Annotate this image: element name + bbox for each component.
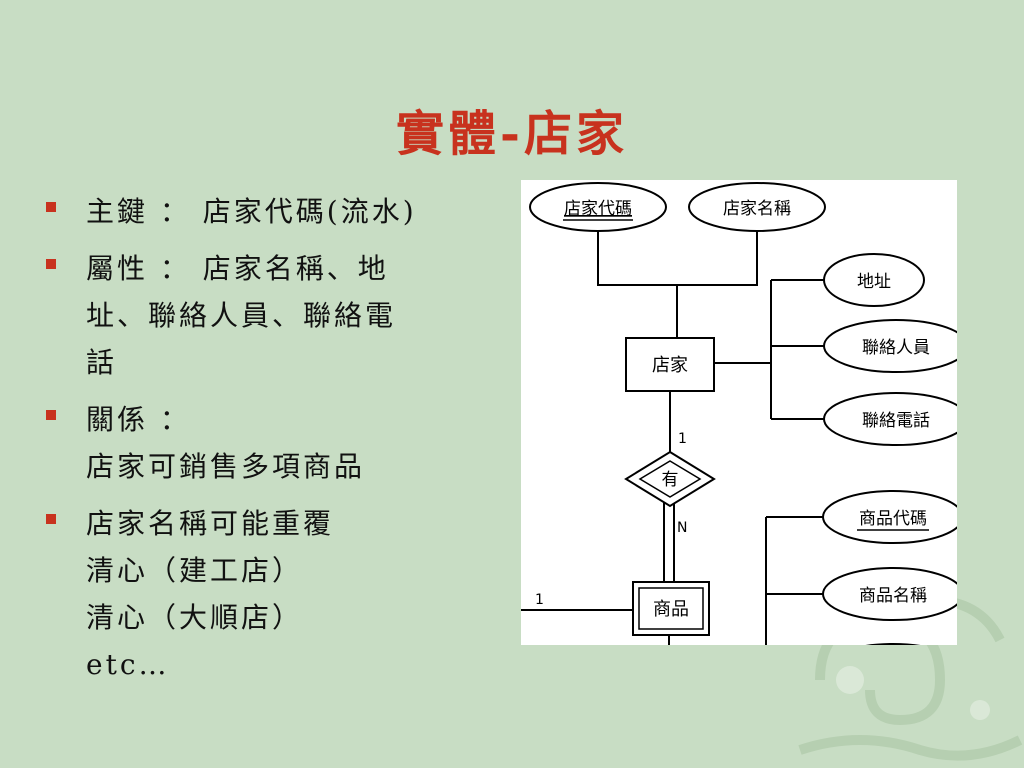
- bullet-line: etc…: [86, 648, 170, 681]
- er-diagram: 店家代碼 店家名稱 店家 地址 聯絡人員 聯絡電話 有 1 N 1 商品 商品代…: [521, 180, 957, 645]
- bullet-list: 主鍵 ： 店家代碼(流水) 屬性 ： 店家名稱、地 址、聯絡人員、聯絡電 話 關…: [44, 188, 514, 698]
- relationship-label: 有: [662, 470, 679, 490]
- attribute-ellipse-address: [823, 253, 925, 307]
- attribute-ellipse-contact: [823, 319, 957, 373]
- attribute-ellipse-store-name: [688, 182, 826, 232]
- bullet-line: 店家名稱可能重覆: [86, 507, 335, 540]
- attribute-ellipse-phone: [823, 392, 957, 446]
- bullet-square-icon: [46, 514, 56, 524]
- bullet-square-icon: [46, 410, 56, 420]
- cardinality-product: N: [677, 520, 687, 536]
- bullet-item-duplicate-names: 店家名稱可能重覆 清心（建工店） 清心（大順店） etc…: [44, 500, 514, 688]
- entity-label-product: 商品: [653, 599, 689, 620]
- attribute-label-address: 地址: [857, 272, 891, 292]
- bullet-line: 址、聯絡人員、聯絡電: [86, 299, 397, 332]
- bullet-item-attributes: 屬性 ： 店家名稱、地 址、聯絡人員、聯絡電 話: [44, 245, 514, 386]
- entity-box-product: [632, 581, 710, 636]
- bullet-square-icon: [46, 259, 56, 269]
- bullet-line: 主鍵 ： 店家代碼(流水): [86, 195, 417, 228]
- cardinality-store: 1: [678, 431, 687, 447]
- entity-box-product-inner: [638, 587, 704, 630]
- entity-box-store: [625, 337, 715, 392]
- attribute-label-product-code: 商品代碼: [859, 509, 927, 529]
- bullet-item-primary-key: 主鍵 ： 店家代碼(流水): [44, 188, 514, 235]
- attribute-label-product-name: 商品名稱: [859, 586, 927, 606]
- bullet-square-icon: [46, 202, 56, 212]
- attribute-ellipse-product-name: [822, 567, 957, 621]
- bullet-line: 店家可銷售多項商品: [86, 450, 366, 483]
- relationship-diamond-inner: [638, 460, 702, 498]
- attribute-ellipse-store-code: [529, 182, 667, 232]
- bullet-line: 屬性 ： 店家名稱、地: [86, 252, 389, 285]
- bullet-line: 清心（大順店）: [86, 601, 304, 634]
- bullet-line: 話: [86, 346, 118, 379]
- bullet-line: 關係 ：: [86, 403, 191, 436]
- attribute-label-contact: 聯絡人員: [862, 338, 930, 358]
- cardinality-left: 1: [535, 592, 544, 608]
- attribute-label-store-name: 店家名稱: [723, 199, 791, 219]
- bullet-line: 清心（建工店）: [86, 554, 304, 587]
- attribute-label-phone: 聯絡電話: [862, 411, 930, 431]
- slide-title: 實體-店家: [396, 106, 628, 163]
- attribute-ellipse-partial: [866, 643, 920, 645]
- bullet-item-relationship: 關係 ： 店家可銷售多項商品: [44, 396, 514, 490]
- attribute-label-store-code: 店家代碼: [564, 199, 632, 219]
- connector-line: [597, 225, 758, 286]
- entity-label-store: 店家: [652, 355, 688, 376]
- relationship-diamond: [624, 450, 716, 508]
